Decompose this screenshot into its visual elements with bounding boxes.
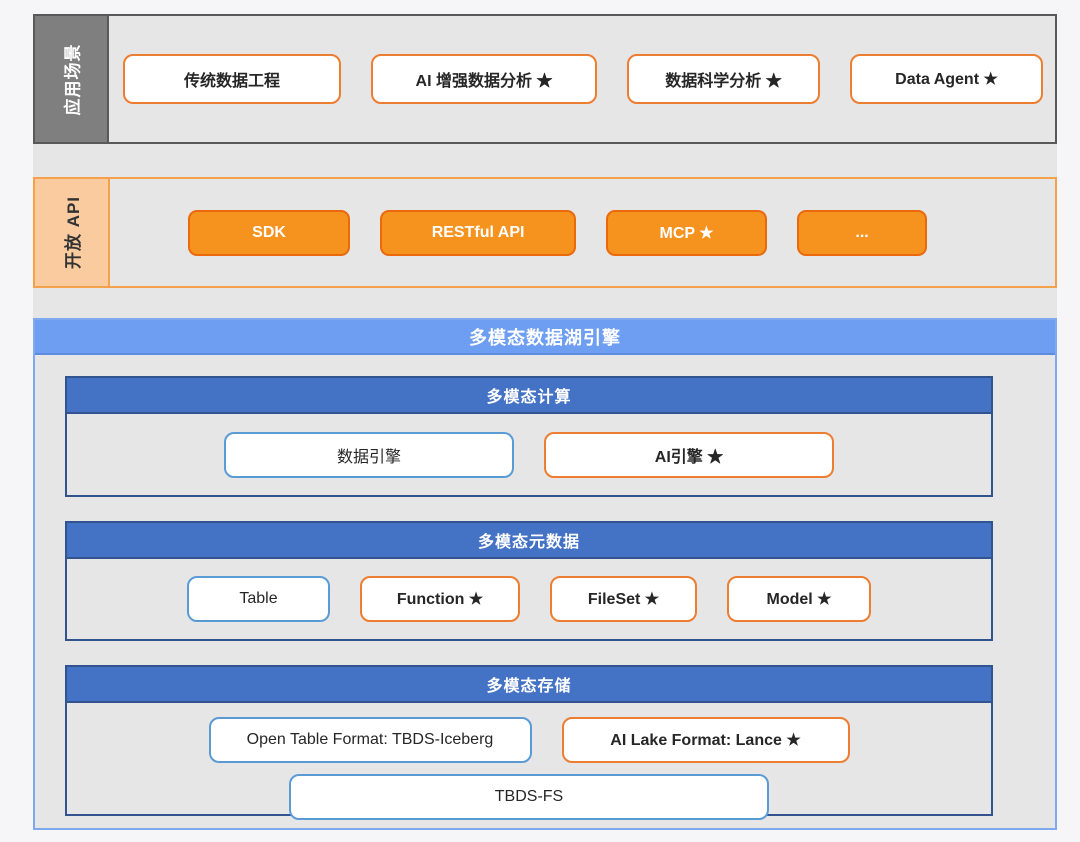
section-multimodal-compute: 多模态计算 数据引擎 AI引擎 ★ [65, 376, 993, 497]
box-ai-lake-format-lance: AI Lake Format: Lance ★ [561, 717, 850, 763]
open-api-label: 开放 API [64, 195, 84, 270]
btn-mcp: MCP ★ [606, 209, 768, 256]
btn-label: MCP ★ [659, 224, 714, 242]
section-multimodal-compute-header: 多模态计算 [67, 378, 991, 414]
section-multimodal-storage-header: 多模态存储 [67, 667, 991, 703]
box-table: Table [187, 576, 330, 622]
box-label: AI Lake Format: Lance ★ [610, 732, 801, 749]
btn-more: ... [797, 209, 928, 256]
section-title: 多模态存储 [486, 678, 572, 695]
box-label: Model ★ [766, 591, 832, 608]
box-data-science-analysis: 数据科学分析 ★ [627, 54, 820, 104]
box-label: Data Agent ★ [895, 71, 998, 88]
box-label: Open Table Format: TBDS-Iceberg [246, 731, 494, 748]
box-data-engine: 数据引擎 [224, 431, 514, 478]
btn-restful-api: RESTful API [380, 209, 577, 256]
box-function: Function ★ [360, 576, 520, 622]
box-traditional-data-engineering: 传统数据工程 [123, 54, 341, 104]
box-model: Model ★ [727, 576, 871, 622]
section-multimodal-storage: 多模态存储 Open Table Format: TBDS-Iceberg AI… [65, 665, 993, 820]
btn-label: ... [855, 223, 869, 241]
storage-row-fs: TBDS-FS [289, 774, 769, 820]
section-multimodal-metadata: 多模态元数据 Table Function ★ FileSet ★ Model … [65, 521, 993, 641]
btn-label: SDK [252, 223, 286, 241]
section-multimodal-metadata-header: 多模态元数据 [67, 523, 991, 559]
btn-sdk: SDK [188, 209, 351, 256]
application-scenarios-label: 应用场景 [63, 43, 83, 115]
application-scenarios-sidebar: 应用场景 [35, 16, 109, 142]
box-label: Function ★ [396, 591, 484, 608]
box-label: AI 增强数据分析 ★ [415, 73, 553, 90]
application-scenarios-band: 应用场景 传统数据工程 AI 增强数据分析 ★ 数据科学分析 ★ Data Ag… [33, 14, 1057, 144]
section-title: 多模态计算 [486, 389, 572, 406]
box-ai-engine: AI引擎 ★ [544, 431, 834, 478]
box-open-table-format-iceberg: Open Table Format: TBDS-Iceberg [208, 717, 532, 763]
box-data-agent: Data Agent ★ [850, 54, 1043, 104]
section-multimodal-storage-body: Open Table Format: TBDS-Iceberg AI Lake … [67, 703, 991, 820]
storage-row-formats: Open Table Format: TBDS-Iceberg AI Lake … [208, 717, 850, 763]
box-label: Table [239, 590, 278, 607]
box-tbds-fs: TBDS-FS [289, 774, 769, 820]
data-lake-engine-banner: 多模态数据湖引擎 [35, 320, 1055, 355]
application-scenarios-content: 传统数据工程 AI 增强数据分析 ★ 数据科学分析 ★ Data Agent ★ [109, 16, 1055, 142]
data-lake-engine-container: 多模态数据湖引擎 多模态计算 数据引擎 AI引擎 ★ 多模态元数据 [33, 318, 1057, 830]
box-label: 数据引擎 [336, 448, 401, 466]
box-label: 传统数据工程 [183, 73, 280, 90]
box-ai-enhanced-data-analysis: AI 增强数据分析 ★ [371, 54, 597, 104]
box-fileset: FileSet ★ [550, 576, 697, 622]
data-lake-engine-title: 多模态数据湖引擎 [469, 327, 621, 348]
box-label: FileSet ★ [587, 591, 660, 608]
section-title: 多模态元数据 [477, 534, 580, 551]
box-label: 数据科学分析 ★ [665, 73, 782, 90]
box-label: TBDS-FS [494, 788, 564, 805]
box-label: AI引擎 ★ [654, 448, 724, 466]
section-multimodal-compute-body: 数据引擎 AI引擎 ★ [67, 414, 991, 495]
open-api-band: 开放 API SDK RESTful API MCP ★ ... [33, 177, 1057, 288]
btn-label: RESTful API [431, 223, 525, 241]
open-api-sidebar: 开放 API [35, 179, 111, 286]
open-api-content: SDK RESTful API MCP ★ ... [110, 179, 1055, 286]
section-multimodal-metadata-body: Table Function ★ FileSet ★ Model ★ [67, 559, 991, 639]
